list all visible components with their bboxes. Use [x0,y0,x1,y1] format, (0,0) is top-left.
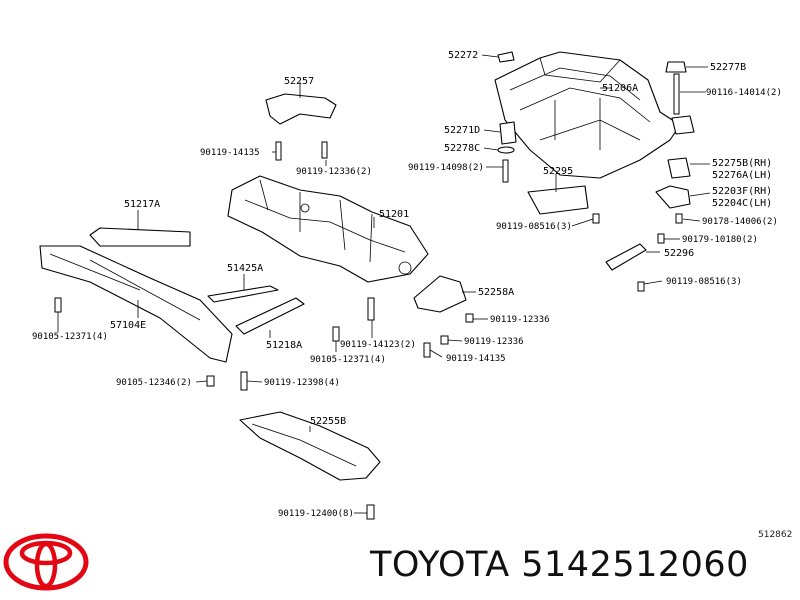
cover-52255b [239,411,381,481]
bolt-90119-12400 [366,504,375,520]
label-90179: 90179-10180(2) [682,235,758,245]
label-52203f: 52203F(RH) [712,186,772,197]
bolt-90119-14135-a [275,141,282,161]
label-52276a: 52276A(LH) [712,170,772,181]
bolt-90119-14123 [367,297,375,321]
bolt-90119-12398 [240,371,248,391]
label-90119-08516-b: 90119-08516(3) [666,277,742,287]
label-52278c: 52278C [444,143,480,154]
bushing-52275b [671,115,695,135]
label-52204c: 52204C(LH) [712,198,772,209]
label-90119-14098: 90119-14098(2) [408,163,484,173]
bolt-90105-12371-a [54,297,62,313]
bracket-52258a [413,275,467,313]
bolt-90105-12371-b [332,326,340,342]
label-51425a: 51425A [227,263,263,274]
label-90119-12336: 90119-12336 [490,315,550,325]
label-52272: 52272 [448,50,478,61]
bolt-90178 [675,213,683,224]
label-51206a: 51206A [602,83,638,94]
bolt-90119-14135-b [423,342,431,358]
label-52255b: 52255B [310,416,346,427]
label-51217a: 51217A [124,199,160,210]
bolt-90179 [657,233,665,244]
label-90119-14123: 90119-14123(2) [340,340,416,350]
stopper-52277b [665,61,687,73]
bolt-90119-14098 [502,159,509,183]
label-52271d: 52271D [444,125,480,136]
rear-subframe [494,51,681,179]
cushion-52275b [667,157,691,179]
label-52295: 52295 [543,166,573,177]
label-90119-08516-a: 90119-08516(3) [496,222,572,232]
label-51218a: 51218A [266,340,302,351]
diagram-reference-number: 512862 [758,530,793,540]
rubber-cap-52272 [497,51,515,63]
bolt-90119-08516-a [592,213,600,224]
bolt-90119-08516-b [637,281,645,292]
bolt-90119-12336-c [440,335,449,345]
toyota-logo [3,533,89,591]
brace-51425a [207,285,279,303]
label-90105-12346: 90105-12346(2) [116,378,192,388]
cover-51217a [89,227,191,247]
bracket-52203f [655,185,691,209]
label-52257: 52257 [284,76,314,87]
label-90119-12336-b: 90119-12336 [464,337,524,347]
logo-vertical-ring [34,541,58,589]
label-52275b: 52275B(RH) [712,158,772,169]
washer-52278c [497,146,515,154]
label-90119-12398: 90119-12398(4) [264,378,340,388]
front-crossmember [227,175,429,283]
bolt-90119-12336-a [321,141,328,159]
label-90119-14135-top: 90119-14135 [200,148,260,158]
brace-52296 [605,243,647,271]
label-57104e: 57104E [110,320,146,331]
stud-90116 [673,73,680,115]
stopper-52271d [499,121,517,145]
label-90105-12371-b: 90105-12371(4) [310,355,386,365]
brace-52295 [527,185,589,215]
brand-part-number-caption: TOYOTA 5142512060 [370,545,749,585]
label-90116-14014: 90116-14014(2) [706,88,782,98]
label-90119-12336-2: 90119-12336(2) [296,167,372,177]
label-90119-14135-b: 90119-14135 [446,354,506,364]
label-51201: 51201 [379,209,409,220]
bracket-52257 [265,93,337,125]
label-52296: 52296 [664,248,694,259]
bolt-90119-12336-b [465,313,474,323]
leader-lines [57,54,711,514]
label-52277b: 52277B [710,62,746,73]
label-90119-12400: 90119-12400(8) [278,509,354,519]
label-90105-12371-a: 90105-12371(4) [32,332,108,342]
member-57104e [39,245,233,363]
brace-51218a [235,297,305,335]
bolt-90105-12346 [206,375,215,387]
label-52258a: 52258A [478,287,514,298]
label-90178: 90178-14006(2) [702,217,778,227]
